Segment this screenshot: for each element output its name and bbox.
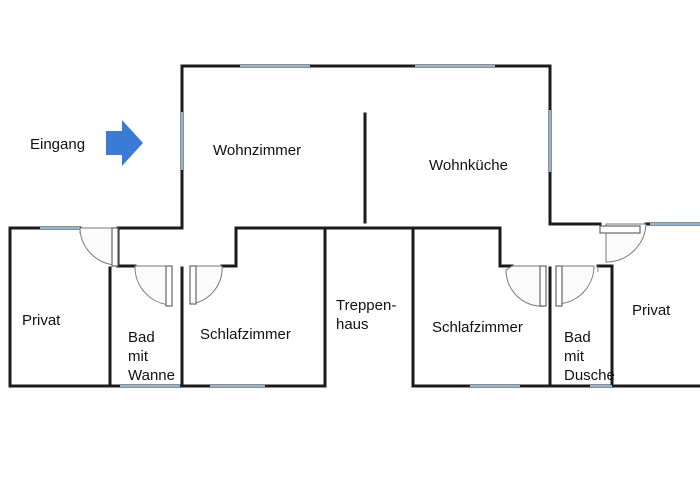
door-privat-right [599, 223, 647, 263]
doors [79, 223, 647, 307]
door-schlafzimmer-right [505, 265, 547, 307]
room-label-bad-mit-wanne: Bad mit Wanne [128, 329, 175, 384]
right-arrow-icon [106, 120, 143, 166]
door-bad-wanne [134, 265, 173, 307]
room-label-privat-left: Privat [22, 312, 61, 329]
room-label-wohnkueche: Wohnküche [429, 157, 508, 174]
entrance-label: Eingang [30, 136, 86, 153]
room-label-wohnzimmer: Wohnzimmer [213, 142, 302, 159]
room-label-bad-mit-dusche: Bad mit Dusche [564, 329, 615, 384]
door-schlafzimmer-left [189, 265, 223, 305]
room-label-treppenhaus: Treppen- haus [336, 297, 397, 333]
room-label-schlafzimmer-right: Schlafzimmer [432, 319, 523, 336]
windows [40, 65, 700, 387]
door-bad-dusche [555, 265, 599, 307]
room-label-privat-right: Privat [632, 302, 671, 319]
room-label-schlafzimmer-left: Schlafzimmer [200, 326, 291, 343]
door-privat-left [79, 227, 119, 267]
